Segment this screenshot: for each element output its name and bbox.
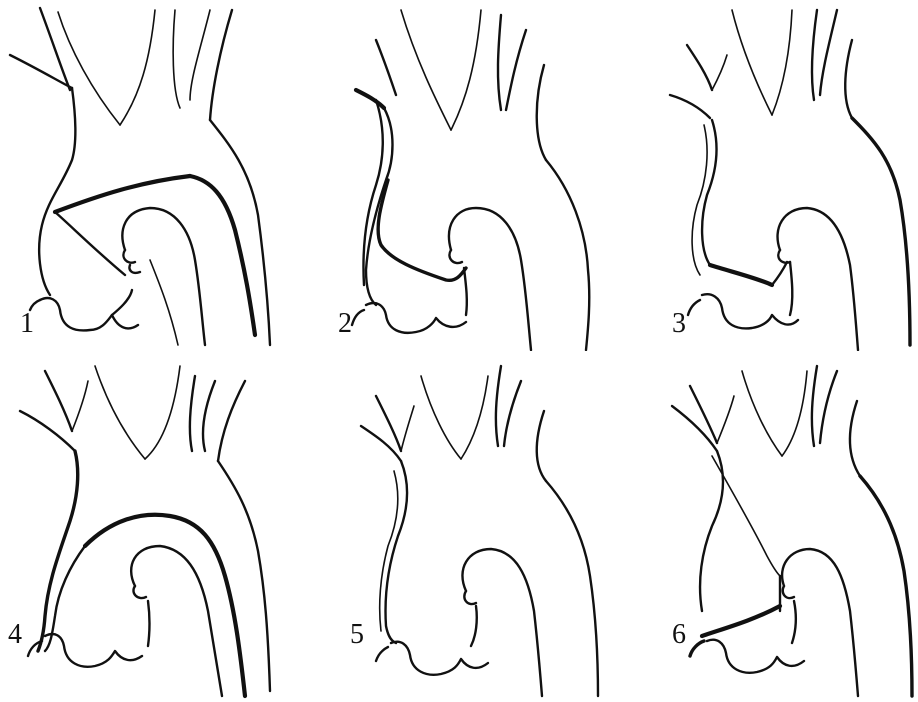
panel-label: 6 [672,621,686,649]
aortic-arch-drawing-2 [306,0,612,351]
panel-label: 2 [338,310,352,338]
aortic-arch-drawing-6 [612,351,918,702]
panel-label: 5 [350,621,364,649]
panel-6: 6 [612,351,918,702]
panel-2: 2 [306,0,612,351]
aortic-arch-drawing-1 [0,0,306,351]
panel-label: 1 [20,310,34,338]
panel-5: 5 [306,351,612,702]
panel-4: 4 [0,351,306,702]
panel-1: 1 [0,0,306,351]
panel-label: 4 [8,621,22,649]
aortic-arch-drawing-4 [0,351,306,702]
panel-label: 3 [672,310,686,338]
panel-3: 3 [612,0,918,351]
aortic-arch-drawing-3 [612,0,918,351]
